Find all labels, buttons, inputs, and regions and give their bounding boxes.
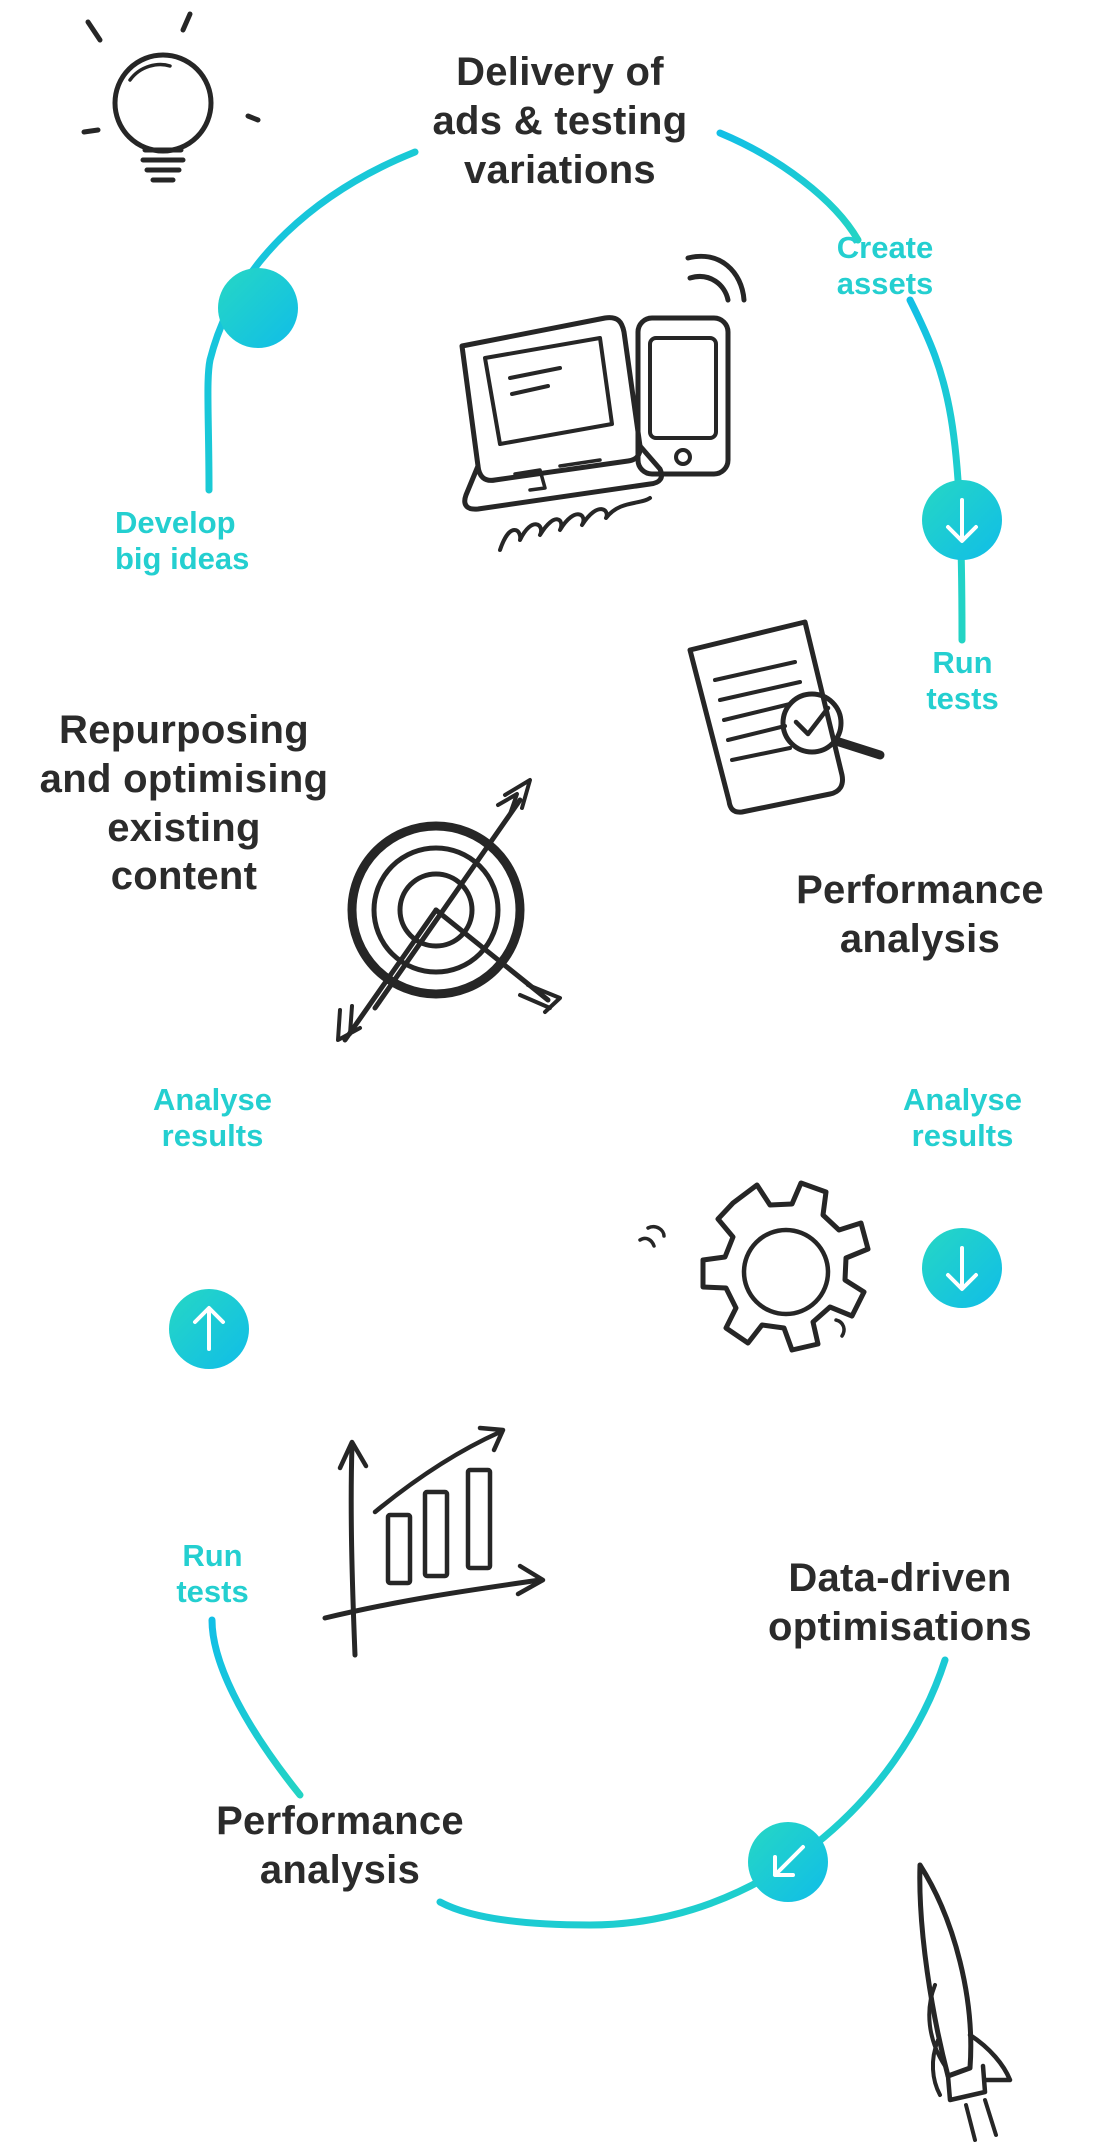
stage-delivery-line2: ads & testing [432, 98, 688, 143]
step-analyse-results-right-line1: Analyse [903, 1082, 1022, 1117]
stage-performance-bottom-line1: Performance [216, 1799, 464, 1843]
stage-delivery: Delivery of ads & testing variations [390, 48, 730, 194]
laptop-phone-icon [459, 253, 747, 552]
stage-data-driven-line1: Data-driven [788, 1556, 1012, 1600]
stage-repurposing-line3: existing [107, 805, 261, 850]
step-run-tests-right-line1: Run [932, 645, 993, 680]
step-analyse-results-right-line2: results [911, 1117, 1014, 1153]
stage-delivery-line1: Delivery of [456, 50, 664, 94]
step-run-tests-right-line2: tests [926, 680, 999, 716]
stage-repurposing-line4: content [110, 854, 258, 899]
stage-data-driven: Data-driven optimisations [740, 1554, 1060, 1652]
rocket-icon [917, 1862, 1013, 2142]
bar-chart-icon [322, 1425, 546, 1658]
step-run-tests-left: Run tests [140, 1538, 285, 1609]
arrow-down-left-icon [773, 1845, 805, 1877]
node-top-left [218, 268, 298, 348]
stage-performance-right: Performance analysis [760, 866, 1080, 964]
cycle-track [204, 129, 966, 1929]
track-top-left [204, 148, 419, 494]
cycle-nodes [169, 268, 1002, 1902]
step-run-tests-left-line1: Run [182, 1538, 243, 1573]
stage-performance-right-line1: Performance [796, 868, 1044, 912]
stage-performance-bottom-line2: analysis [259, 1847, 421, 1892]
step-create-assets-line1: Create [836, 230, 934, 265]
arrow-down-icon [946, 1246, 978, 1291]
step-create-assets: Create assets [790, 230, 980, 301]
track-bottom-right [436, 1656, 949, 1929]
document-magnifier-icon [687, 619, 885, 815]
stage-repurposing-line2: and optimising [39, 756, 329, 801]
track-bottom-left [208, 1616, 304, 1799]
stage-data-driven-line2: optimisations [768, 1604, 1032, 1649]
step-create-assets-line2: assets [836, 265, 934, 301]
step-analyse-results-left-line1: Analyse [153, 1082, 272, 1117]
step-analyse-results-left-line2: results [161, 1117, 264, 1153]
step-develop-big-ideas-line2: big ideas [115, 540, 250, 576]
target-arrows-icon [336, 778, 562, 1043]
lightbulb-icon [81, 11, 261, 183]
gear-icon [638, 1180, 871, 1353]
arrow-down-icon [946, 498, 978, 543]
node-arrow-diagonal [748, 1822, 828, 1902]
arrow-up-icon [193, 1306, 225, 1351]
step-run-tests-left-line2: tests [176, 1573, 249, 1609]
stage-delivery-line3: variations [464, 147, 656, 192]
step-run-tests-right: Run tests [890, 645, 1035, 716]
node-arrow-down-lower [922, 1228, 1002, 1308]
step-analyse-results-right: Analyse results [870, 1082, 1055, 1153]
stage-repurposing: Repurposing and optimising existing cont… [14, 706, 354, 901]
node-arrow-up [169, 1289, 249, 1369]
step-develop-big-ideas: Develop big ideas [115, 505, 310, 576]
stage-repurposing-line1: Repurposing [59, 708, 309, 752]
node-arrow-down-upper [922, 480, 1002, 560]
track-top-right [716, 129, 862, 244]
track-right-upper [906, 296, 966, 644]
stage-performance-bottom: Performance analysis [180, 1797, 500, 1895]
step-analyse-results-left: Analyse results [120, 1082, 305, 1153]
stage-performance-right-line2: analysis [839, 916, 1001, 961]
step-develop-big-ideas-line1: Develop [115, 505, 236, 540]
